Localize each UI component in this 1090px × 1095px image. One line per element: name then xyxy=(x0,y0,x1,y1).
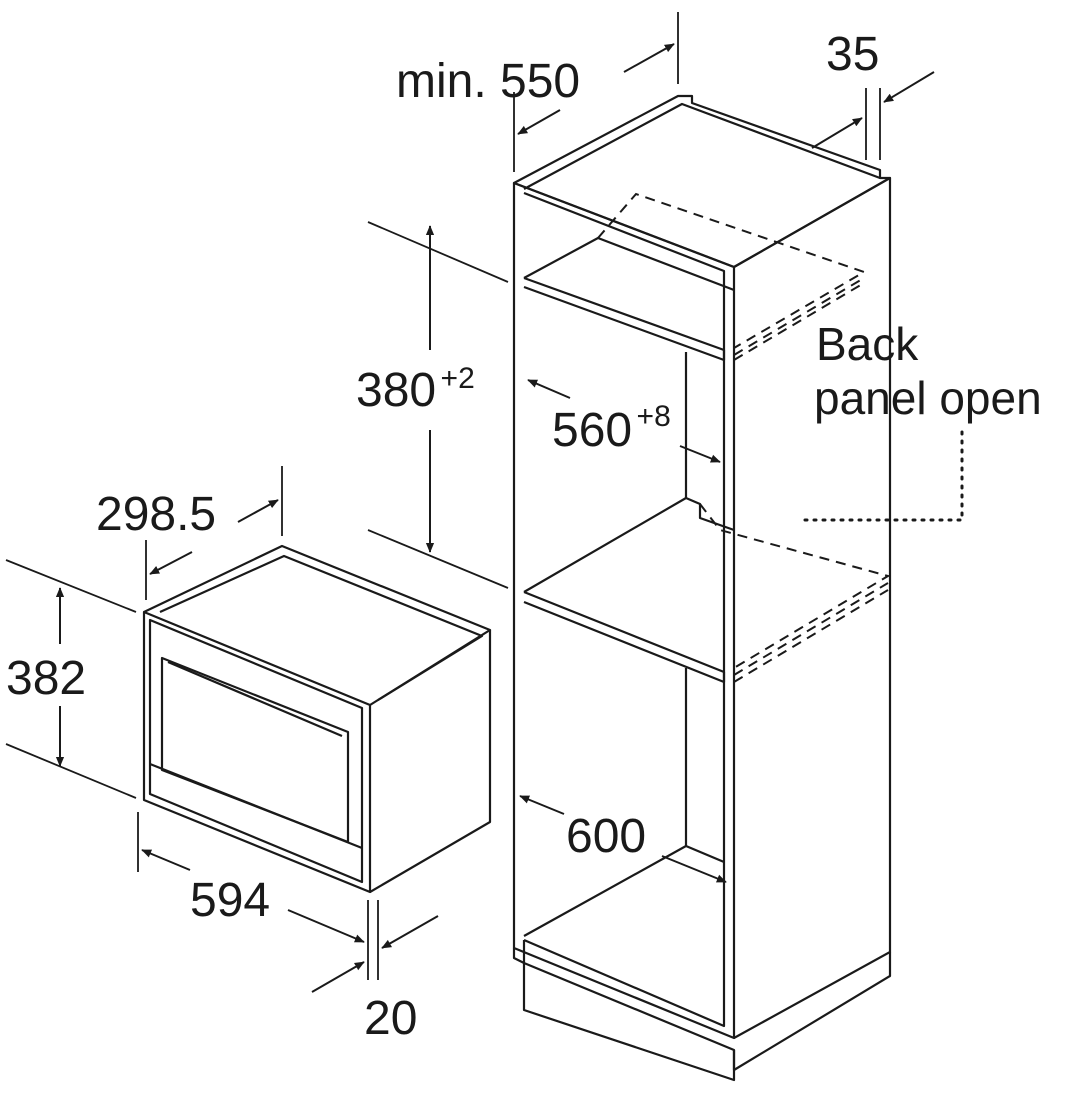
niche-width-tolerance: +8 xyxy=(637,400,671,433)
cabinet-front-frame-inner xyxy=(523,191,726,1028)
dimension-arrows xyxy=(55,43,935,993)
cabinet-width-arrow-right xyxy=(661,855,727,883)
appl-depth-arrow-left xyxy=(149,551,193,575)
front-depth-arrow-left xyxy=(311,961,365,993)
appliance-control-strip xyxy=(149,762,363,850)
note-back-panel-line2: panel open xyxy=(814,372,1042,424)
appl-width-arrow-right xyxy=(287,909,365,943)
cabinet-width-arrow-left xyxy=(519,795,565,815)
upper-shelf-top xyxy=(523,236,735,292)
label-cabinet-width: 600 xyxy=(566,810,646,863)
gap-arrow-left xyxy=(811,117,863,149)
appl-width-arrow-left xyxy=(141,849,191,871)
appliance-front-outer xyxy=(142,610,372,894)
back-panel-leader xyxy=(796,430,964,522)
label-gap-top: 35 xyxy=(826,28,879,81)
niche-height-base: 380 xyxy=(356,364,436,417)
label-appliance-depth: 298.5 xyxy=(96,488,216,541)
cabinet-plinth-front xyxy=(522,963,736,1082)
depth-arrow-left xyxy=(517,109,561,135)
appliance-panel-rim xyxy=(159,554,484,701)
middle-shelf xyxy=(523,590,726,684)
extension-lines xyxy=(5,12,881,980)
appliance-window-inner xyxy=(167,660,343,738)
label-niche-height: 380 +2 xyxy=(356,362,475,417)
cabinet-top-face xyxy=(512,94,892,269)
upper-shelf xyxy=(523,276,726,362)
depth-arrow-right xyxy=(623,43,675,73)
appl-depth-arrow-right xyxy=(237,499,279,523)
cabinet xyxy=(512,94,892,1082)
appliance-front-inner xyxy=(148,618,364,884)
niche-height-tolerance: +2 xyxy=(441,362,475,395)
appliance-side xyxy=(369,630,492,893)
cabinet-right-side xyxy=(733,176,892,1039)
back-panel-dashed-outlines xyxy=(597,192,891,683)
label-appliance-height: 382 xyxy=(6,652,86,705)
label-niche-width: 560 +8 xyxy=(552,400,671,457)
niche-width-base: 560 xyxy=(552,404,632,457)
appliance xyxy=(142,544,492,894)
label-appliance-front-depth: 20 xyxy=(364,992,417,1045)
gap-arrow-right xyxy=(883,71,935,103)
front-depth-arrow-right xyxy=(381,915,439,949)
middle-shelf-top xyxy=(523,496,735,593)
niche-width-arrow-left xyxy=(527,379,571,399)
label-appliance-width: 594 xyxy=(190,874,270,927)
niche-width-arrow-right xyxy=(679,445,721,463)
cabinet-top-rim xyxy=(523,102,881,190)
note-back-panel-line1: Back xyxy=(816,318,919,370)
label-cabinet-depth: min. 550 xyxy=(396,55,580,108)
